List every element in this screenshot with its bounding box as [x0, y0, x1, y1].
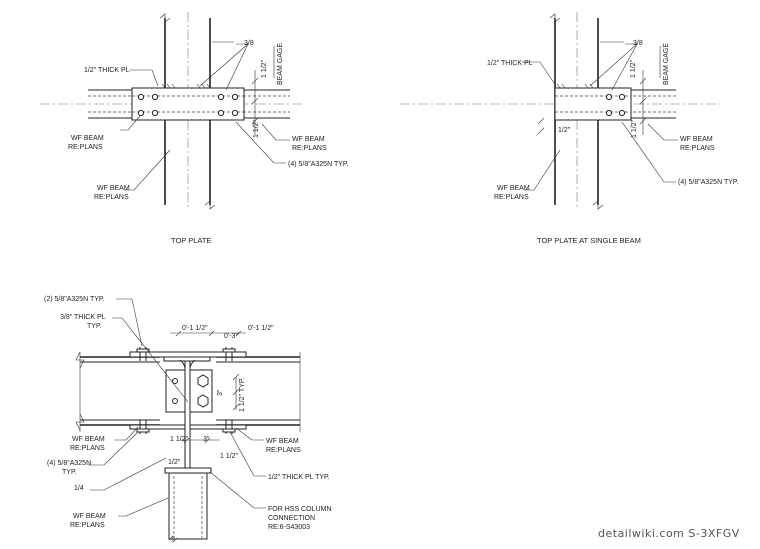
label-dim-left: 0'-1 1/2": [182, 325, 208, 332]
top-plate: [131, 87, 245, 121]
detail-title: TOP PLATE AT SINGLE BEAM: [537, 236, 641, 245]
detail-top-plate-single-beam: 1/2" THICK PL 3/8 1 1/2" BEAM GAGE 1/2" …: [400, 12, 739, 245]
label-bolts-top: (2) 5/8"A325N TYP.: [44, 296, 105, 303]
label-bolts-left-2: TYP.: [62, 469, 77, 476]
label-beam-left-1: WF BEAM: [71, 135, 104, 142]
bolt: [137, 93, 145, 101]
bolt: [172, 378, 178, 384]
label-beam-right-1: WF BEAM: [292, 136, 325, 143]
label-gage-dim: 1 1/2": [261, 59, 268, 78]
label-weld-half: 1/2": [168, 459, 181, 466]
label-beam-right-2: RE:PLANS: [680, 145, 715, 152]
label-beam-bottom-1: WF BEAM: [497, 185, 530, 192]
label-edge-dim: 1 1/2": [631, 119, 638, 138]
label-beam-bottom-2: RE:PLANS: [94, 194, 129, 201]
label-plate-bottom: 1/2" THICK PL TYP.: [268, 474, 330, 481]
bolt: [137, 109, 145, 117]
label-dim-b1: 1 1/2": [170, 436, 189, 443]
label-plate: 1/2" THICK PL: [84, 67, 130, 74]
label-plate-top-2: TYP.: [87, 323, 102, 330]
label-bolts: (4) 5/8"A325N TYP.: [678, 179, 739, 186]
label-dim-3: 3": [217, 389, 224, 396]
label-left-dim: 1/2": [558, 127, 571, 134]
label-gage: BEAM GAGE: [663, 43, 670, 85]
label-weld-quarter: 1/4: [74, 485, 84, 492]
bolt: [172, 398, 178, 404]
detail-beam-section: (2) 5/8"A325N TYP. 3/8" THICK PL TYP. 0'…: [44, 296, 331, 543]
label-weld: 3/8: [244, 40, 254, 47]
watermark: detailwiki.com S-3XFGV: [598, 527, 740, 540]
bolt: [217, 109, 225, 117]
label-beam-bottom-2: RE:PLANS: [70, 522, 105, 529]
label-dim-b3: 1 1/2": [220, 453, 239, 460]
bolt: [605, 109, 613, 117]
label-beam-left-2: RE:PLANS: [68, 144, 103, 151]
label-plate-top-1: 3/8" THICK PL: [60, 314, 106, 321]
bolt: [197, 394, 209, 408]
cap-plate: [164, 467, 212, 474]
label-weld: 3/8: [633, 40, 643, 47]
label-beam-left-1: WF BEAM: [72, 436, 105, 443]
label-beam-right-1: WF BEAM: [266, 438, 299, 445]
label-beam-right-2: RE:PLANS: [292, 145, 327, 152]
bolt: [151, 93, 159, 101]
bolt: [605, 93, 613, 101]
top-plate: [129, 351, 247, 358]
label-beam-bottom-1: WF BEAM: [97, 185, 130, 192]
label-dim-b2: 3": [203, 436, 210, 443]
label-beam-right-1: WF BEAM: [680, 136, 713, 143]
label-edge-dim: 1 1/2": [253, 119, 260, 138]
label-hss-2: CONNECTION: [268, 515, 315, 522]
bolt: [151, 109, 159, 117]
label-beam-bottom-2: RE:PLANS: [494, 194, 529, 201]
label-gage-dim: 1 1/2": [630, 59, 637, 78]
label-hss-3: RE:6-S43003: [268, 524, 310, 531]
bolt: [618, 109, 626, 117]
top-plate: [554, 87, 632, 121]
label-bolts-left-1: (4) 5/8"A325N: [47, 460, 91, 467]
label-dim-right: 0'-1 1/2": [248, 325, 274, 332]
label-beam-right-2: RE:PLANS: [266, 447, 301, 454]
label-gage: BEAM GAGE: [277, 43, 284, 85]
label-plate: 1/2" THICK PL: [487, 60, 533, 67]
bolt: [618, 93, 626, 101]
label-beam-bottom-1: WF BEAM: [73, 513, 106, 520]
hss-column: [168, 472, 208, 540]
label-dim-mid: 0'-3": [224, 333, 238, 340]
label-beam-left-2: RE:PLANS: [70, 445, 105, 452]
label-bolts: (4) 5/8"A325N TYP.: [288, 161, 349, 168]
label-hss-1: FOR HSS COLUMN: [268, 506, 331, 513]
label-dim-side: 1 1/2" TYP.: [239, 377, 246, 412]
detail-title: TOP PLATE: [171, 236, 211, 245]
bolt: [231, 93, 239, 101]
detail-top-plate: 1/2" THICK PL 3/8 1 1/2" BEAM GAGE 1 1/2…: [40, 12, 349, 245]
bolt: [217, 93, 225, 101]
bolt: [231, 109, 239, 117]
bolt: [197, 374, 209, 388]
